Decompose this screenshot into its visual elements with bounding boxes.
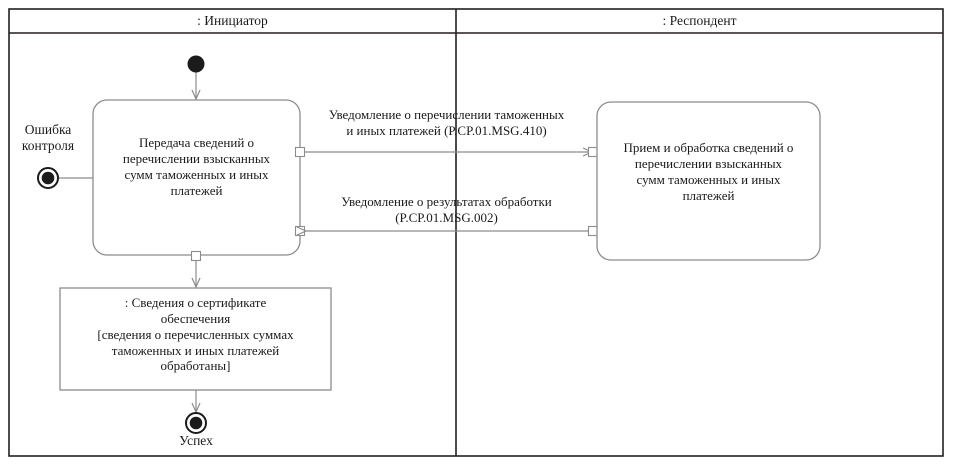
initial-node [187,55,205,101]
message-label-410: Уведомление о перечислении таможенных и … [328,107,565,138]
message-arrow-002 [296,225,599,237]
final-node-success-label: Успех [179,433,213,448]
message-arrow-410 [305,146,599,158]
flow-to-success [185,390,207,434]
lane-title-respondent: : Респондент [662,13,737,28]
activity-respondent-label: Прием и обработка сведений о перечислени… [623,140,794,203]
lane-title-initiator: : Инициатор [197,13,268,28]
activity-initiator-label: Передача сведений о перечислении взыскан… [122,135,271,198]
final-node-error-label: Ошибка контроля [21,122,75,154]
activity-respondent-shape[interactable] [596,101,821,261]
swimlane-frame [8,8,944,457]
object-node-label: : Сведения о сертификате обеспечения [св… [97,295,294,374]
message-label-002: Уведомление о результатах обработки (P.C… [341,194,552,225]
error-flow [37,167,93,189]
object-node-shape[interactable] [59,287,332,391]
